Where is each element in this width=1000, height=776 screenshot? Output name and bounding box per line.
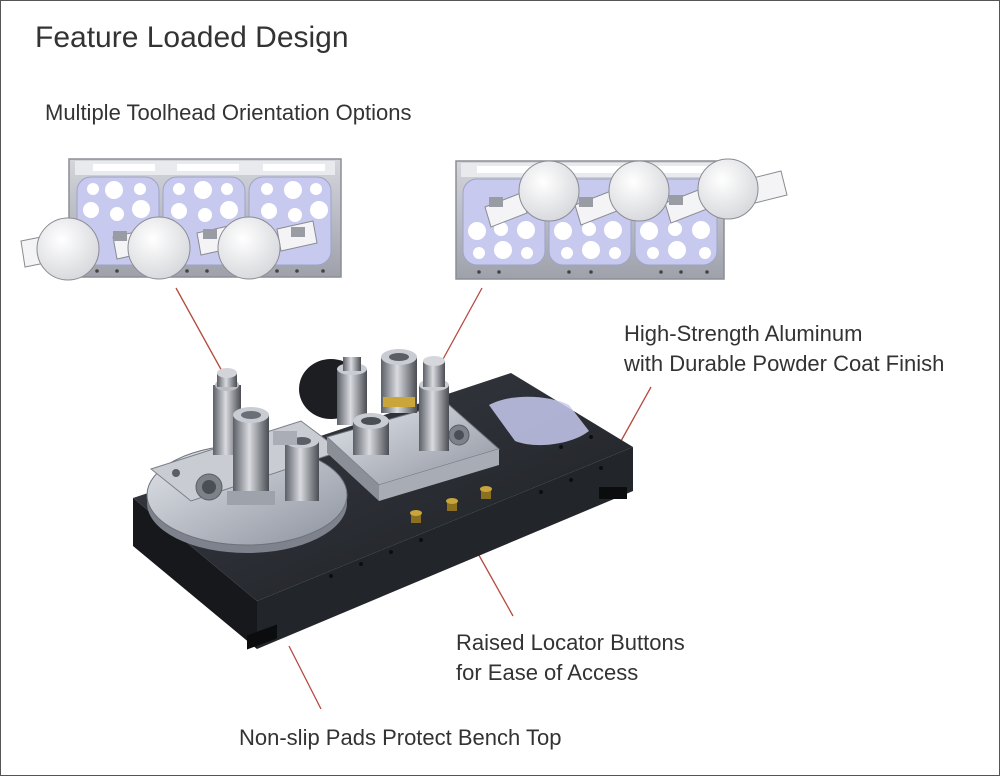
callout-aluminum-line1: High-Strength Aluminum: [624, 321, 863, 346]
orientation-plate-right: [455, 158, 788, 280]
callout-locator-line1: Raised Locator Buttons: [456, 630, 685, 655]
page-title: Feature Loaded Design: [35, 21, 349, 54]
reloading-dies: [213, 349, 449, 505]
toolhead-plate-right: [326, 402, 501, 501]
toolhead-discs-right: [484, 158, 788, 228]
orientation-subtitle: Multiple Toolhead Orientation Options: [45, 100, 412, 125]
orientation-plate-left: [20, 158, 342, 281]
callout-pads-line1: Non-slip Pads Protect Bench Top: [239, 725, 562, 750]
callout-aluminum-line2: with Durable Powder Coat Finish: [624, 351, 945, 376]
non-slip-pad: [599, 487, 627, 499]
callout-locator: Raised Locator Buttons for Ease of Acces…: [456, 628, 685, 688]
callout-locator-line2: for Ease of Access: [456, 660, 639, 685]
callout-aluminum: High-Strength Aluminum with Durable Powd…: [624, 319, 944, 379]
non-slip-pad: [247, 624, 277, 650]
toolhead-discs-left: [20, 216, 318, 281]
callout-pads: Non-slip Pads Protect Bench Top: [239, 723, 561, 753]
locator-buttons: [410, 486, 492, 523]
